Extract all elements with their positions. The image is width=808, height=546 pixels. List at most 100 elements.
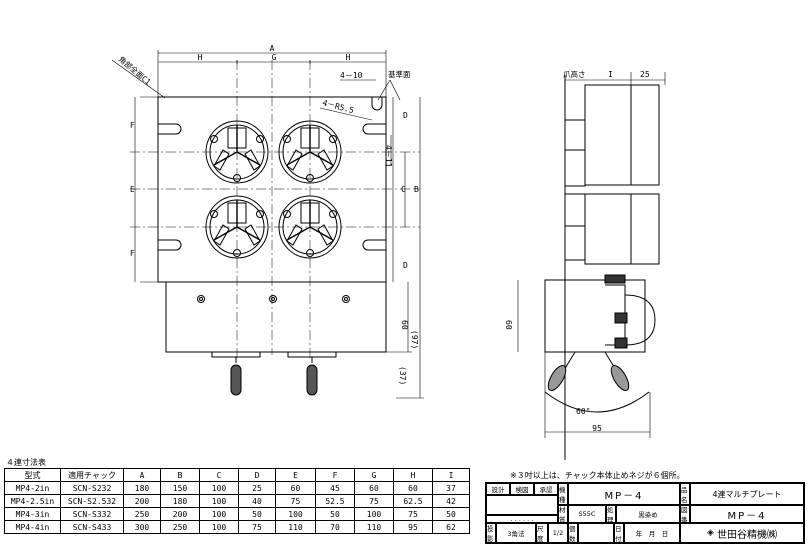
date-value: 年 月 日 xyxy=(624,523,680,543)
scale-label: 尺度 xyxy=(536,523,548,543)
th-D: D xyxy=(238,468,276,482)
table-title: ４連寸法表 xyxy=(6,458,46,467)
th-G: G xyxy=(354,468,394,482)
cell: MP4-3in xyxy=(4,507,61,521)
material-label: 材質 xyxy=(558,505,568,524)
projection-value: 3角法 xyxy=(496,523,536,543)
cell: 110 xyxy=(354,520,394,534)
company-logo-icon: ◈ xyxy=(707,528,714,538)
side-view xyxy=(544,75,660,460)
cell: 95 xyxy=(393,520,433,534)
dim-H-right: H xyxy=(346,53,351,62)
dim-H-left: H xyxy=(198,53,203,62)
th-model: 型式 xyxy=(4,468,61,482)
count-value xyxy=(578,523,614,543)
chamfer-note: 角部全面C1 xyxy=(117,54,153,87)
angle-60: 60° xyxy=(576,407,590,416)
dim-B-right: B xyxy=(414,185,419,194)
projection-label: 投影 xyxy=(486,523,496,543)
table-header-row: 型式 適用チャック A B C D E F G H I xyxy=(4,468,470,482)
th-C: C xyxy=(199,468,239,482)
cell: 100 xyxy=(275,507,316,521)
count-label: 個数 xyxy=(568,523,578,543)
cell: 200 xyxy=(160,507,200,521)
dim-25: 25 xyxy=(640,70,650,79)
cell: 25 xyxy=(238,481,276,495)
chuck-bottom-left xyxy=(205,195,269,259)
part-label: 品名 xyxy=(680,483,690,505)
drawing-value: MP－4 xyxy=(690,505,804,523)
cell: 100 xyxy=(199,481,239,495)
cell: 50 xyxy=(315,507,355,521)
date-label: 日付 xyxy=(614,523,624,543)
cell: 180 xyxy=(123,481,161,495)
front-levers xyxy=(211,351,337,396)
cell: 75 xyxy=(393,507,433,521)
dim-r55: 4－R5.5 xyxy=(321,98,354,115)
th-B: B xyxy=(160,468,200,482)
th-I: I xyxy=(432,468,470,482)
cell: 50 xyxy=(238,507,276,521)
dim-F-bot: F xyxy=(130,249,135,258)
dim-37: (37) xyxy=(398,366,407,385)
cell: 100 xyxy=(199,507,239,521)
cell: 75 xyxy=(275,494,316,508)
note-text: ※３吋以上は、チャック本体止めネジが６個所。 xyxy=(510,471,685,480)
cell: 250 xyxy=(160,520,200,534)
th-E: E xyxy=(275,468,316,482)
name-value: MP－4 xyxy=(568,483,680,505)
th-A: A xyxy=(123,468,161,482)
cell: 40 xyxy=(238,494,276,508)
title-block: 設計 検図 承認 . . . . . . 機種 MP－4 材質 S55C 処理 … xyxy=(485,482,805,544)
scale-value: 1/2 xyxy=(548,523,568,543)
cell: 150 xyxy=(160,481,200,495)
design-label: 設計 xyxy=(486,483,510,495)
cell: 42 xyxy=(432,494,470,508)
cell: 300 xyxy=(123,520,161,534)
cell: 62 xyxy=(432,520,470,534)
approve-label: 承認 xyxy=(534,483,558,495)
claw-height: 爪高さ xyxy=(563,69,586,79)
dim-60: 60 xyxy=(400,320,409,330)
check-label: 検図 xyxy=(510,483,534,495)
cell: 110 xyxy=(275,520,316,534)
chuck-top-left xyxy=(205,120,269,184)
dim-I: I xyxy=(608,70,613,79)
cell: MP4-2.5in xyxy=(4,494,61,508)
treat-value: 黒染め xyxy=(616,505,680,523)
dim-D-top: D xyxy=(403,111,408,120)
cell: SCN-S433 xyxy=(60,520,124,534)
cell: 52.5 xyxy=(315,494,355,508)
cell: SCN-S2.532 xyxy=(60,494,124,508)
cell: 100 xyxy=(199,494,239,508)
th-chuck: 適用チャック xyxy=(60,468,124,482)
chuck-top-right xyxy=(278,120,342,184)
cell: 100 xyxy=(354,507,394,521)
cell: 45 xyxy=(315,481,355,495)
cell: 60 xyxy=(354,481,394,495)
cell: MP4-2in xyxy=(4,481,61,495)
cell: SCN-S232 xyxy=(60,481,124,495)
dim-95: 95 xyxy=(592,424,602,433)
cell: 37 xyxy=(432,481,470,495)
company-label: 世田谷精機㈱ xyxy=(716,529,777,541)
cell: 75 xyxy=(238,520,276,534)
dim-A: A xyxy=(270,44,275,53)
dim-F-top: F xyxy=(130,121,135,130)
cell: 180 xyxy=(160,494,200,508)
cell: 100 xyxy=(199,520,239,534)
material-value: S55C xyxy=(568,505,606,523)
dim-E: E xyxy=(130,185,135,194)
th-H: H xyxy=(393,468,433,482)
cell: 62.5 xyxy=(393,494,433,508)
cell: 75 xyxy=(354,494,394,508)
cell: SCN-S332 xyxy=(60,507,124,521)
dots: . . . . . . xyxy=(486,515,558,523)
dim-G: G xyxy=(272,53,277,62)
dim-4-10: 4－10 xyxy=(340,71,363,80)
